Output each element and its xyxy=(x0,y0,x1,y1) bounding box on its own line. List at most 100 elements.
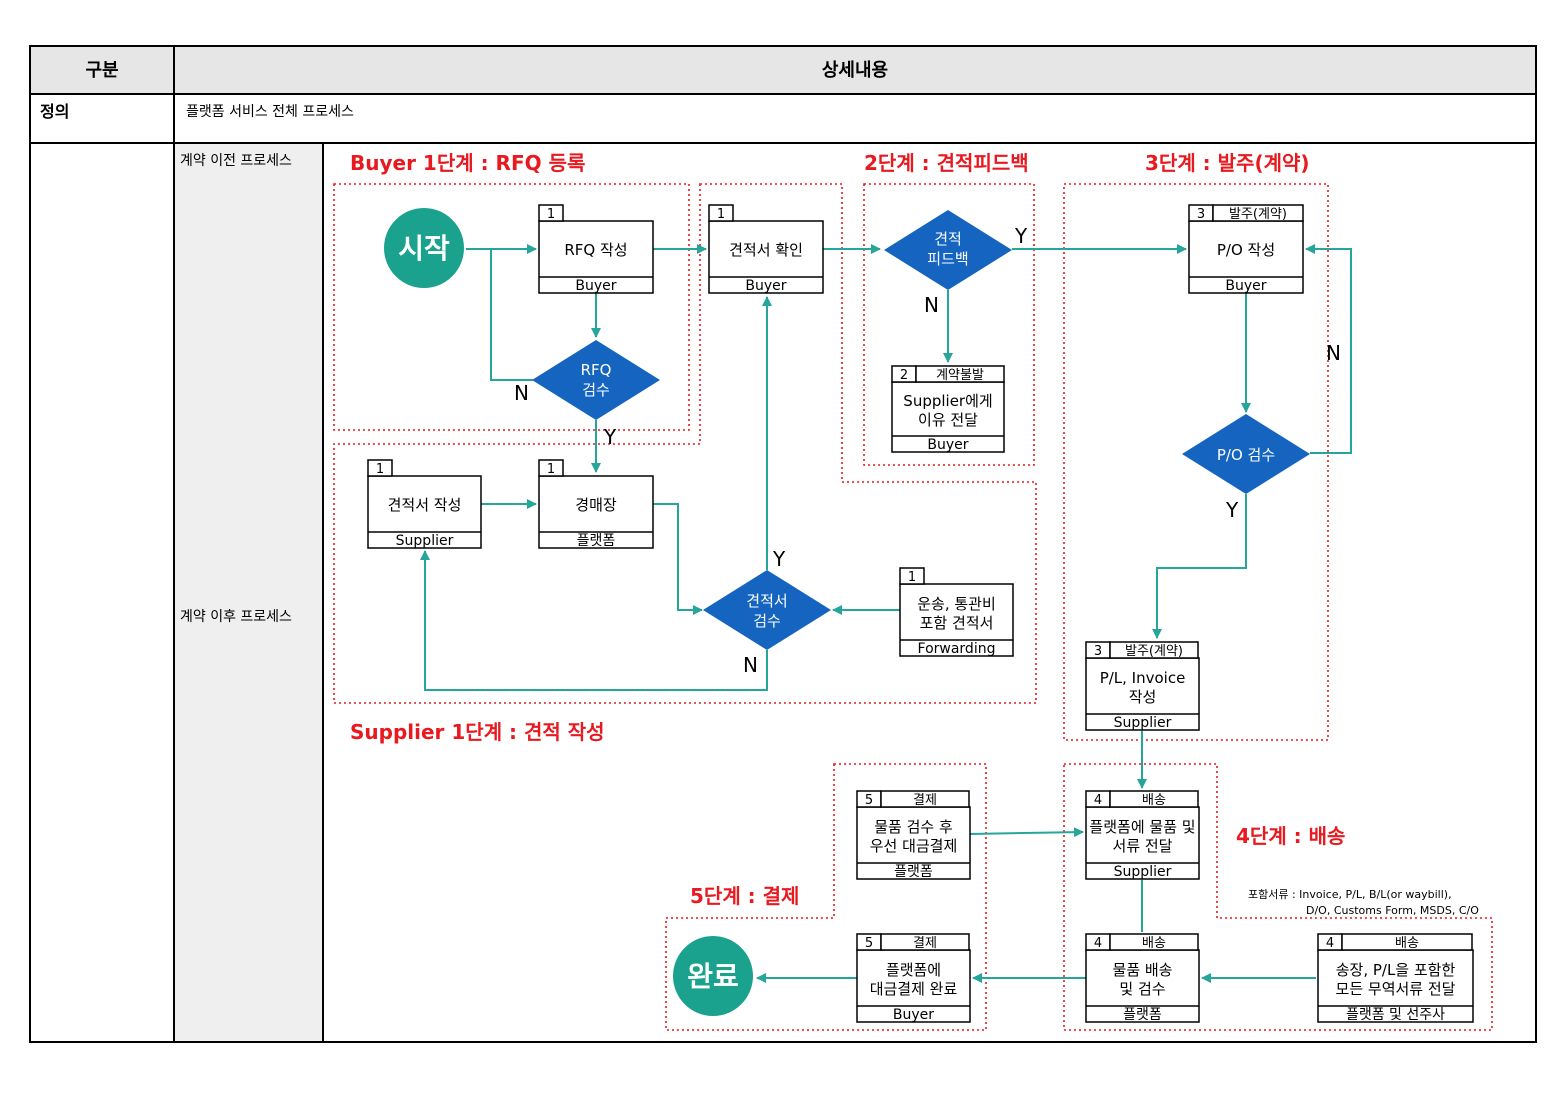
box-text-line2: 및 검수 xyxy=(1119,980,1165,998)
box-text-line2: 포함 견적서 xyxy=(920,614,994,632)
header-col1: 구분 xyxy=(85,60,118,81)
box-number: 1 xyxy=(717,207,725,222)
box-text-line2: 이유 전달 xyxy=(918,411,978,429)
label-yes-po: Y xyxy=(1225,498,1239,522)
svg-text:검수: 검수 xyxy=(753,612,781,630)
box-number: 3 xyxy=(1197,207,1205,222)
stage-title-supplier1: Supplier 1단계 : 견적 작성 xyxy=(350,720,605,744)
svg-text:검수: 검수 xyxy=(582,381,610,399)
decision-quote-review: 견적서 검수 xyxy=(703,570,831,650)
box-text-line2: 모든 무역서류 전달 xyxy=(1336,980,1456,998)
box-text-line2: 우선 대금결제 xyxy=(870,837,958,855)
box-role: 플랫폼 및 선주사 xyxy=(1346,1007,1445,1023)
stage-title-stage2: 2단계 : 견적피드백 xyxy=(864,151,1029,175)
box-role: 플랫폼 xyxy=(577,533,616,549)
post-contract-label: 계약 이후 프로세스 xyxy=(180,609,292,625)
stage-region-stage3 xyxy=(1063,183,1329,741)
box-number: 1 xyxy=(547,462,555,477)
connectors xyxy=(420,244,1352,983)
box-text-line1: 물품 배송 xyxy=(1113,961,1173,979)
box-number: 1 xyxy=(376,462,384,477)
label-yes-feedback: Y xyxy=(1014,224,1028,248)
box-role: Forwarding xyxy=(918,641,996,657)
process-box-quote-check: 1 견적서 확인 Buyer xyxy=(708,204,824,294)
box-role: 플랫폼 xyxy=(894,864,933,880)
box-text-line1: 경매장 xyxy=(575,496,617,514)
label-no-rfq: N xyxy=(514,381,529,405)
box-tag: 배송 xyxy=(1142,936,1166,951)
decision-rfq-check: RFQ 검수 xyxy=(532,340,660,420)
box-number: 4 xyxy=(1094,793,1102,808)
box-number: 2 xyxy=(900,368,908,383)
box-role: 플랫폼 xyxy=(1123,1007,1162,1023)
box-role: Buyer xyxy=(1225,278,1266,294)
label-no-review: N xyxy=(743,653,758,677)
box-text-line1: 운송, 통관비 xyxy=(917,595,996,613)
process-box-po-write: 3 발주(계약) P/O 작성 Buyer xyxy=(1188,204,1304,294)
box-text-line1: 플랫폼에 xyxy=(886,961,941,979)
box-role: Buyer xyxy=(745,278,786,294)
docs-note-line1: 포함서류 : Invoice, P/L, B/L(or waybill), xyxy=(1248,888,1452,901)
stage-title-stage5: 5단계 : 결제 xyxy=(690,884,799,908)
svg-text:P/O 검수: P/O 검수 xyxy=(1217,446,1275,464)
svg-text:RFQ: RFQ xyxy=(581,361,612,379)
svg-text:피드백: 피드백 xyxy=(927,250,968,268)
box-tag: 결제 xyxy=(913,793,937,808)
stage-title-buyer1: Buyer 1단계 : RFQ 등록 xyxy=(350,151,585,175)
box-tag: 배송 xyxy=(1395,936,1419,951)
definition-content: 플랫폼 서비스 전체 프로세스 xyxy=(186,104,354,120)
decision-quote-feedback: 견적 피드백 xyxy=(884,210,1012,290)
box-text-line1: P/L, Invoice xyxy=(1100,669,1186,687)
box-text-line1: P/O 작성 xyxy=(1217,241,1275,259)
box-number: 5 xyxy=(865,936,873,951)
label-no-po: N xyxy=(1326,341,1341,365)
box-role: Buyer xyxy=(893,1007,934,1023)
stage-region-stage5 xyxy=(665,763,987,1031)
box-text-line1: 송장, P/L을 포함한 xyxy=(1336,961,1456,979)
start-terminal: 시작 xyxy=(384,208,464,288)
box-text-line1: 물품 검수 후 xyxy=(874,818,953,836)
box-number: 5 xyxy=(865,793,873,808)
stage-title-stage3: 3단계 : 발주(계약) xyxy=(1145,151,1310,175)
box-role: Supplier xyxy=(1114,864,1172,880)
box-number: 1 xyxy=(547,207,555,222)
stage-region-stage2 xyxy=(863,183,1035,466)
svg-text:견적: 견적 xyxy=(934,230,962,248)
box-tag: 배송 xyxy=(1142,793,1166,808)
box-number: 1 xyxy=(908,570,916,585)
box-tag: 결제 xyxy=(913,936,937,951)
stage-region-supplier1 xyxy=(333,183,1037,704)
box-number: 4 xyxy=(1094,936,1102,951)
box-text-line1: 견적서 작성 xyxy=(388,496,462,514)
box-tag: 발주(계약) xyxy=(1229,207,1287,222)
box-role: Buyer xyxy=(575,278,616,294)
table-border xyxy=(29,45,1537,1043)
box-number: 4 xyxy=(1326,936,1334,951)
box-role: Supplier xyxy=(1114,715,1172,731)
end-label: 완료 xyxy=(687,960,739,993)
box-text-line1: 견적서 확인 xyxy=(729,241,803,259)
header-col2: 상세내용 xyxy=(822,60,888,81)
label-no-feedback: N xyxy=(924,293,939,317)
label-yes-rfq: Y xyxy=(603,425,617,449)
box-role: Supplier xyxy=(396,533,454,549)
docs-note-line2: D/O, Customs Form, MSDS, C/O xyxy=(1306,904,1479,917)
stage-region-stage4 xyxy=(1063,763,1493,1031)
box-text-line2: 서류 전달 xyxy=(1113,837,1173,855)
box-text-line2: 대금결제 완료 xyxy=(870,980,958,998)
decision-po-check: P/O 검수 xyxy=(1182,414,1310,494)
box-text-line2: 작성 xyxy=(1129,688,1157,706)
box-tag: 발주(계약) xyxy=(1125,644,1183,659)
stage-title-stage4: 4단계 : 배송 xyxy=(1236,824,1345,848)
box-text-line1: RFQ 작성 xyxy=(564,241,627,259)
